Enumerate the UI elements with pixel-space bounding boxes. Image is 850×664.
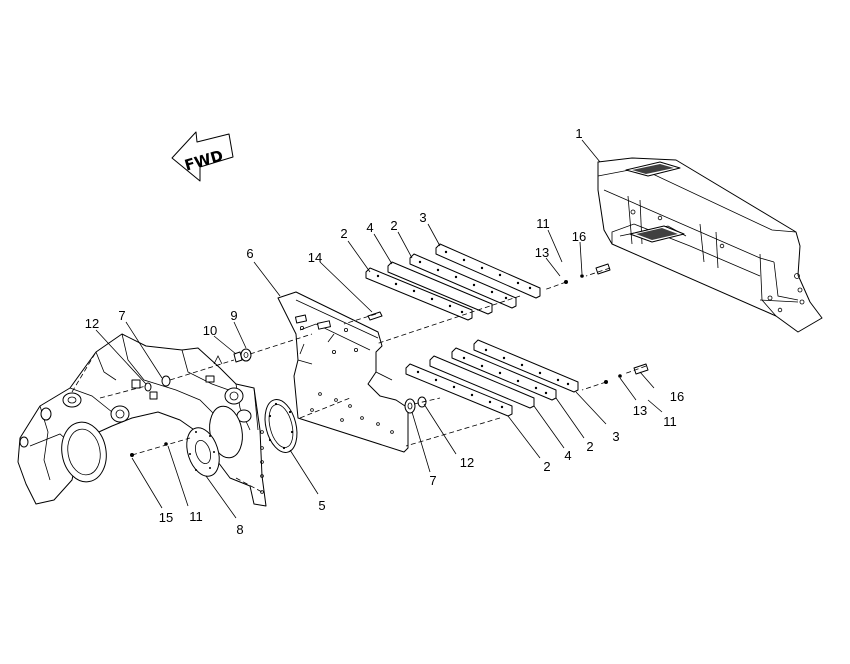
callout-7: 7 bbox=[429, 473, 436, 488]
callout-14: 14 bbox=[308, 250, 322, 265]
callout-11: 11 bbox=[663, 414, 677, 429]
callout-4: 4 bbox=[564, 448, 571, 463]
ring-gasket bbox=[264, 399, 298, 453]
assembly-centerlines bbox=[71, 267, 647, 493]
lower-side-rails bbox=[405, 339, 579, 417]
callout-16: 16 bbox=[670, 389, 684, 404]
callout-12: 12 bbox=[460, 455, 474, 470]
callout-11: 11 bbox=[536, 216, 550, 231]
callout-11: 11 bbox=[189, 509, 203, 524]
callout-3: 3 bbox=[612, 429, 619, 444]
callout-6: 6 bbox=[246, 246, 253, 261]
callout-5: 5 bbox=[318, 498, 325, 513]
callout-1: 1 bbox=[575, 126, 582, 141]
callout-9: 9 bbox=[230, 308, 237, 323]
callout-13: 13 bbox=[633, 403, 647, 418]
callout-15: 15 bbox=[159, 510, 173, 525]
axle-housing-frame bbox=[17, 333, 267, 507]
callout-labels: 1 2 4 2 3 11 16 13 6 14 12 7 9 10 16 13 … bbox=[85, 126, 684, 537]
callout-3: 3 bbox=[419, 210, 426, 225]
forward-arrow-icon: FWD bbox=[171, 131, 234, 182]
center-plate bbox=[277, 291, 409, 453]
callout-2: 2 bbox=[390, 218, 397, 233]
callout-2: 2 bbox=[340, 226, 347, 241]
upper-side-rails bbox=[365, 243, 541, 321]
step-frame-rail bbox=[597, 157, 823, 333]
callout-4: 4 bbox=[366, 220, 373, 235]
callout-8: 8 bbox=[236, 522, 243, 537]
callout-16: 16 bbox=[572, 229, 586, 244]
callout-13: 13 bbox=[535, 245, 549, 260]
callout-7: 7 bbox=[118, 308, 125, 323]
callout-leaders bbox=[95, 139, 663, 519]
callout-2: 2 bbox=[586, 439, 593, 454]
callout-10: 10 bbox=[203, 323, 217, 338]
callout-12: 12 bbox=[85, 316, 99, 331]
callout-2: 2 bbox=[543, 459, 550, 474]
cover-plate bbox=[186, 427, 220, 477]
